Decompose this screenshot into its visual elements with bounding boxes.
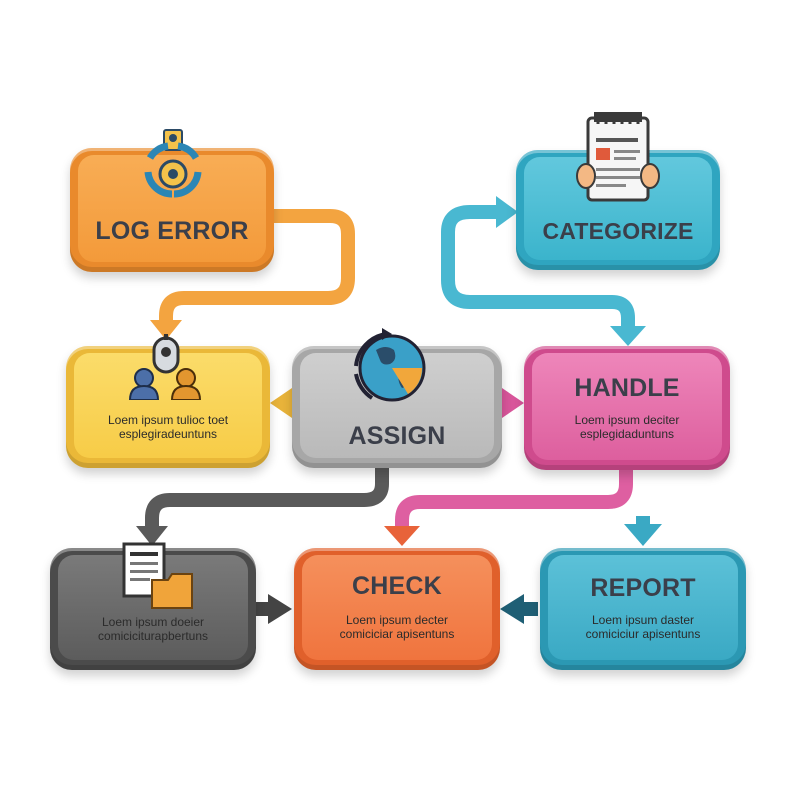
connector-handle-to-check — [395, 470, 633, 528]
arrowhead-to-docs — [136, 526, 168, 546]
handle-desc-line-2: esplegidaduntuns — [579, 426, 675, 441]
clipboard-document-icon — [576, 112, 660, 202]
arrowhead-assign-to-handle — [502, 388, 524, 418]
arrowhead-to-check — [384, 526, 420, 546]
arrowhead-to-handle — [610, 326, 646, 346]
arrow-stem-docs-to-check — [254, 602, 268, 616]
team-node: Loem ipsum tulioc toet esplegiradeuntuns — [66, 346, 270, 468]
arrow-stem-to-report — [636, 516, 650, 526]
assign-title: ASSIGN — [348, 421, 446, 450]
arrowhead-to-team — [150, 320, 182, 340]
check-title: CHECK — [352, 571, 442, 600]
check-node: CHECK Loem ipsum decter comiciciar apise… — [294, 548, 500, 670]
globe-cycle-icon — [354, 328, 426, 402]
handle-title: HANDLE — [574, 373, 680, 402]
arrowhead-assign-to-team — [270, 388, 292, 418]
arrowhead-docs-to-check — [268, 594, 292, 624]
docs-desc-line-1: Loem ipsum doeier — [101, 615, 205, 629]
arrow-stem-report-to-check — [522, 602, 538, 616]
connector-log-error-to-team — [159, 209, 355, 323]
arrowhead-to-report — [624, 524, 662, 546]
handle-desc-line-1: Loem ipsum deciter — [574, 412, 680, 427]
team-people-icon — [128, 334, 202, 400]
document-folder-icon — [122, 542, 193, 609]
log-error-title: LOG ERROR — [95, 216, 249, 245]
gear-arrows-icon — [144, 129, 202, 198]
arrowhead-to-categorize — [496, 196, 518, 228]
report-desc-line-2: comiciciur apisentuns — [585, 626, 701, 641]
team-desc-line-1: Loem ipsum tulioc toet — [107, 413, 229, 427]
categorize-title: CATEGORIZE — [542, 217, 694, 244]
connector-assign-to-docs — [145, 468, 389, 528]
handle-node: HANDLE Loem ipsum deciter esplegidaduntu… — [524, 346, 730, 470]
report-desc-line-1: Loem ipsum daster — [591, 612, 695, 627]
connector-to-categorize — [441, 205, 612, 309]
connector-to-handle — [611, 295, 635, 328]
report-node: REPORT Loem ipsum daster comiciciur apis… — [540, 548, 746, 670]
arrowhead-report-to-check — [500, 594, 524, 624]
team-desc-line-2: esplegiradeuntuns — [118, 427, 218, 441]
docs-desc-line-2: comiciciturapbertuns — [97, 629, 209, 643]
check-desc-line-2: comiciciar apisentuns — [339, 626, 455, 641]
report-title: REPORT — [590, 573, 696, 602]
check-desc-line-1: Loem ipsum decter — [345, 612, 449, 627]
